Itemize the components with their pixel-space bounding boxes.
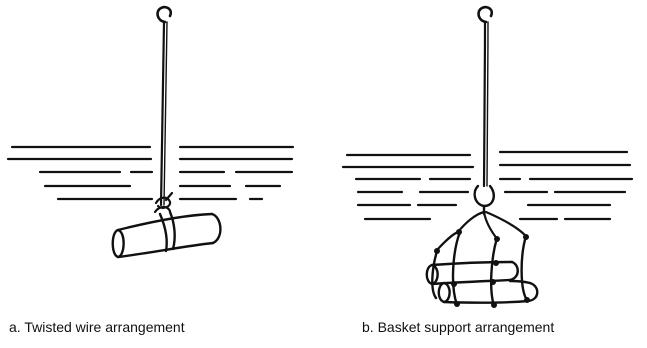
suspension-wire-b	[482, 20, 487, 188]
water-lines-b	[341, 150, 634, 221]
basket-wires	[435, 210, 528, 252]
caption-twisted-wire: a. Twisted wire arrangement	[9, 319, 185, 335]
cylinder-specimen-b2	[437, 279, 539, 304]
basket-clasp	[473, 184, 496, 216]
cylinder-specimen-a	[111, 210, 222, 259]
hook-a	[156, 5, 173, 24]
water-lines-a	[6, 145, 295, 201]
panel-a-twisted-wire	[6, 5, 295, 259]
cylinder-specimen-b1	[425, 260, 519, 286]
panel-b-basket-support	[341, 5, 634, 308]
twisted-wire-knot	[153, 191, 174, 214]
basket-knots	[434, 229, 530, 308]
caption-basket-support: b. Basket support arrangement	[362, 319, 555, 335]
basket-loops	[431, 230, 529, 308]
suspension-wire-a	[159, 20, 166, 207]
hook-b	[477, 5, 494, 24]
